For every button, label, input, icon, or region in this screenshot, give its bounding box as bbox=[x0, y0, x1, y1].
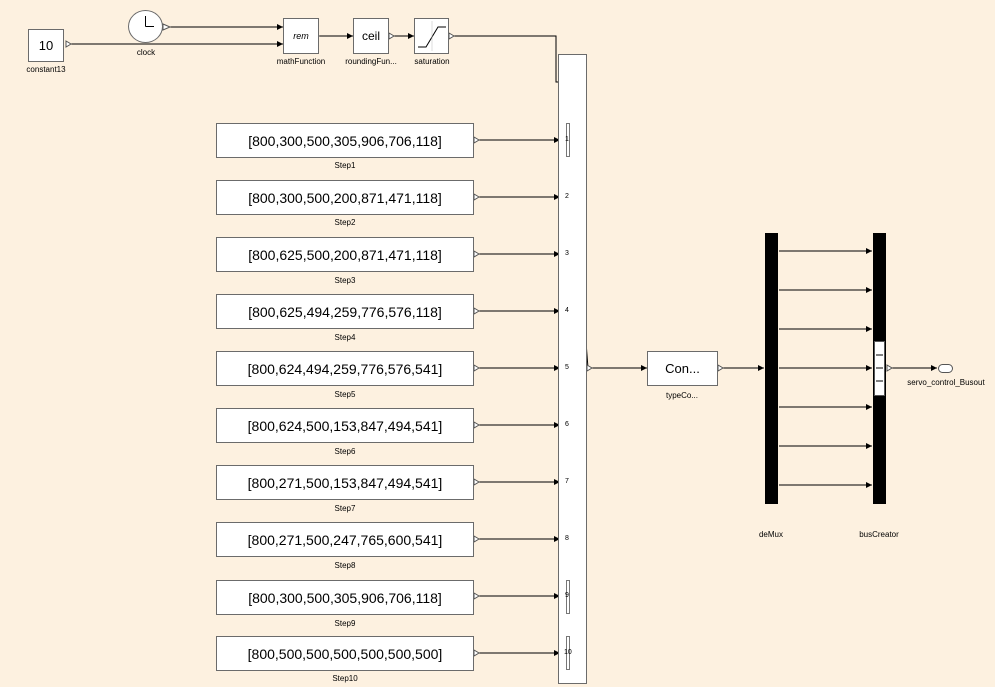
step-value: [800,624,500,153,847,494,541] bbox=[247, 417, 443, 434]
switch-port-marker bbox=[566, 636, 570, 670]
step-block-value-box[interactable]: [800,625,494,259,776,576,118] bbox=[216, 294, 474, 329]
step-block-value-box[interactable]: [800,271,500,247,765,600,541] bbox=[216, 522, 474, 557]
constant-value: 10 bbox=[38, 38, 54, 53]
saturation-block[interactable] bbox=[414, 18, 449, 54]
switch-port-marker bbox=[566, 123, 570, 157]
clock-icon[interactable] bbox=[128, 10, 163, 43]
switch-port-label: 10 bbox=[564, 649, 572, 656]
step-label: Step5 bbox=[334, 390, 356, 399]
step-block-value-box[interactable]: [800,624,494,259,776,576,541] bbox=[216, 351, 474, 386]
step-label: Step4 bbox=[334, 333, 356, 342]
switch-port-marker bbox=[566, 580, 570, 614]
rounding-function-label: roundingFun... bbox=[345, 57, 397, 66]
step-label: Step2 bbox=[334, 218, 356, 227]
bus-outport-block[interactable] bbox=[938, 364, 953, 373]
switch-port-label: 5 bbox=[565, 364, 569, 371]
step-label: Step7 bbox=[334, 504, 356, 513]
step-block-value-box[interactable]: [800,624,500,153,847,494,541] bbox=[216, 408, 474, 443]
step-value: [800,500,500,500,500,500,500] bbox=[247, 645, 443, 662]
type-conversion-block[interactable]: Con... bbox=[647, 351, 718, 386]
step-label: Step10 bbox=[332, 674, 358, 683]
switch-port-label: 8 bbox=[565, 535, 569, 542]
switch-port-label: 2 bbox=[565, 193, 569, 200]
rounding-function-text: ceil bbox=[361, 29, 380, 43]
bus-creator-label: busCreator bbox=[859, 530, 899, 539]
saturation-icon bbox=[418, 21, 446, 51]
step-block-value-box[interactable]: [800,271,500,153,847,494,541] bbox=[216, 465, 474, 500]
demux-block[interactable] bbox=[765, 233, 778, 504]
wire-sat-to-selector bbox=[454, 35, 566, 85]
constant-block[interactable]: 10 bbox=[28, 29, 64, 62]
switch-port-label: 6 bbox=[565, 421, 569, 428]
demux-label: deMux bbox=[758, 530, 783, 539]
step-block-value-box[interactable]: [800,300,500,305,906,706,118] bbox=[216, 580, 474, 615]
step-value: [800,624,494,259,776,576,541] bbox=[247, 360, 443, 377]
switch-port-label: 9 bbox=[565, 592, 569, 599]
step-value: [800,300,500,305,906,706,118] bbox=[248, 132, 442, 149]
step-value: [800,271,500,153,847,494,541] bbox=[247, 474, 443, 491]
step-label: Step9 bbox=[334, 619, 356, 628]
saturation-label: saturation bbox=[414, 57, 450, 66]
step-value: [800,271,500,247,765,600,541] bbox=[247, 531, 443, 548]
switch-port-label: 4 bbox=[565, 307, 569, 314]
step-label: Step8 bbox=[334, 561, 356, 570]
type-conversion-text: Con... bbox=[665, 361, 700, 376]
switch-port-label: 1 bbox=[565, 136, 569, 143]
math-function-text: rem bbox=[293, 31, 309, 41]
step-block-value-box[interactable]: [800,625,500,200,871,471,118] bbox=[216, 237, 474, 272]
step-block-value-box[interactable]: [800,300,500,305,906,706,118] bbox=[216, 123, 474, 158]
type-conversion-label: typeCo... bbox=[665, 391, 698, 400]
multiport-switch-block[interactable] bbox=[558, 54, 587, 684]
step-label: Step3 bbox=[334, 276, 356, 285]
constant-label: constant13 bbox=[26, 65, 66, 74]
math-function-block[interactable]: rem bbox=[283, 18, 319, 54]
bus-creator-window bbox=[874, 341, 885, 396]
step-value: [800,625,500,200,871,471,118] bbox=[248, 246, 442, 263]
step-label: Step1 bbox=[334, 161, 356, 170]
step-value: [800,625,494,259,776,576,118] bbox=[248, 303, 442, 320]
step-block-value-box[interactable]: [800,500,500,500,500,500,500] bbox=[216, 636, 474, 671]
switch-port-label: 3 bbox=[565, 250, 569, 257]
math-function-label: mathFunction bbox=[276, 57, 326, 66]
step-label: Step6 bbox=[334, 447, 356, 456]
clock-label: clock bbox=[136, 48, 156, 57]
bus-outport-label: servo_control_Busout bbox=[907, 378, 985, 387]
step-value: [800,300,500,200,871,471,118] bbox=[248, 189, 442, 206]
switch-port-label: 7 bbox=[565, 478, 569, 485]
rounding-function-block[interactable]: ceil bbox=[353, 18, 389, 54]
step-block-value-box[interactable]: [800,300,500,200,871,471,118] bbox=[216, 180, 474, 215]
step-value: [800,300,500,305,906,706,118] bbox=[248, 589, 442, 606]
